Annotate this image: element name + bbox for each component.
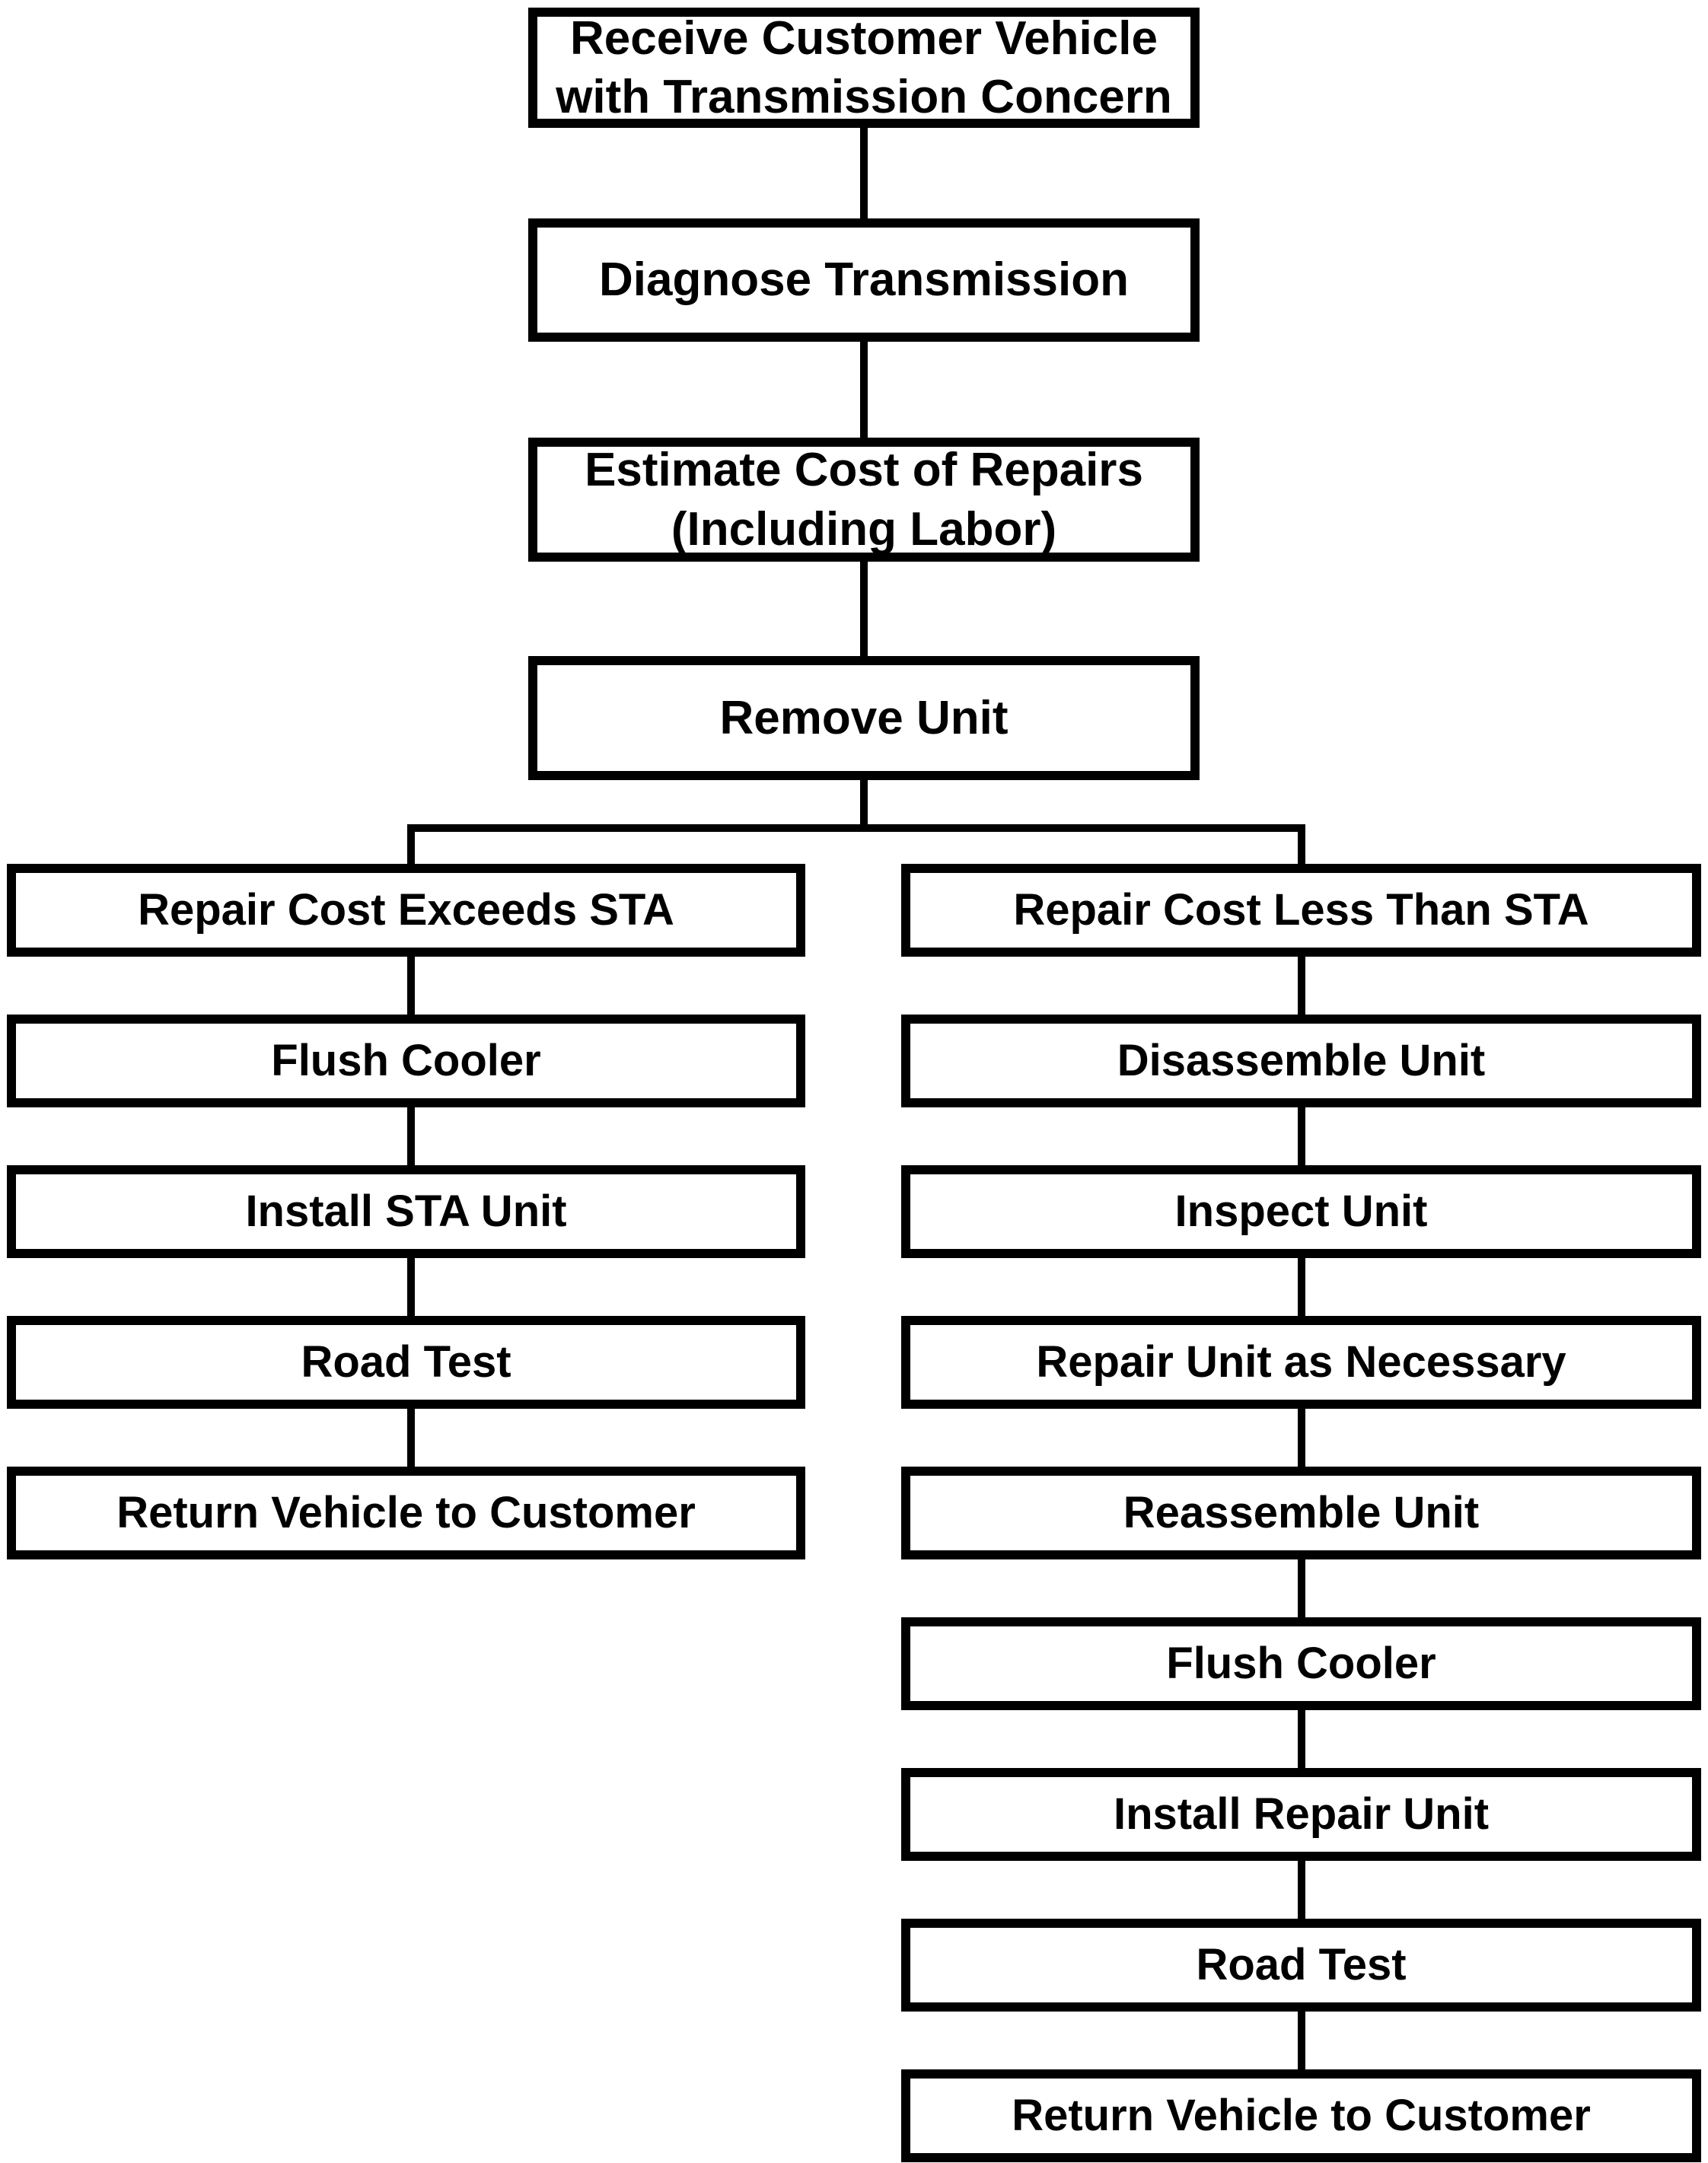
edge-split-to-right-branch bbox=[1298, 824, 1305, 864]
edge-right-1 bbox=[1298, 957, 1305, 1015]
edge-left-4 bbox=[407, 1409, 415, 1467]
node-left-return-vehicle-to-customer: Return Vehicle to Customer bbox=[7, 1467, 805, 1559]
node-receive-customer-vehicle: Receive Customer Vehicle with Transmissi… bbox=[528, 8, 1200, 128]
node-inspect-unit: Inspect Unit bbox=[901, 1165, 1701, 1258]
edge-diagnose-to-estimate bbox=[860, 342, 868, 438]
node-right-road-test: Road Test bbox=[901, 1919, 1701, 2012]
node-repair-cost-less-than-sta: Repair Cost Less Than STA bbox=[901, 864, 1701, 957]
edge-right-4 bbox=[1298, 1409, 1305, 1467]
node-label: Repair Cost Exceeds STA bbox=[138, 884, 674, 935]
node-install-repair-unit: Install Repair Unit bbox=[901, 1768, 1701, 1861]
node-label: Install STA Unit bbox=[245, 1186, 567, 1236]
edge-split-horizontal bbox=[407, 824, 1305, 832]
edge-left-1 bbox=[407, 957, 415, 1015]
node-right-return-vehicle-to-customer: Return Vehicle to Customer bbox=[901, 2069, 1701, 2162]
node-label: Reassemble Unit bbox=[1123, 1487, 1480, 1537]
edge-right-7 bbox=[1298, 1861, 1305, 1919]
node-label: Install Repair Unit bbox=[1113, 1789, 1490, 1839]
edge-right-5 bbox=[1298, 1559, 1305, 1617]
node-label: Road Test bbox=[1196, 1939, 1407, 1989]
node-remove-unit: Remove Unit bbox=[528, 656, 1200, 780]
node-install-sta-unit: Install STA Unit bbox=[7, 1165, 805, 1258]
edge-right-3 bbox=[1298, 1258, 1305, 1316]
node-left-road-test: Road Test bbox=[7, 1316, 805, 1409]
edge-left-3 bbox=[407, 1258, 415, 1316]
node-label: Inspect Unit bbox=[1174, 1186, 1428, 1236]
node-repair-cost-exceeds-sta: Repair Cost Exceeds STA bbox=[7, 864, 805, 957]
edge-split-to-left-branch bbox=[407, 824, 415, 864]
edge-left-2 bbox=[407, 1107, 415, 1165]
node-label: Remove Unit bbox=[719, 691, 1009, 744]
node-estimate-cost-of-repairs: Estimate Cost of Repairs (Including Labo… bbox=[528, 438, 1200, 562]
node-disassemble-unit: Disassemble Unit bbox=[901, 1015, 1701, 1107]
node-label: Diagnose Transmission bbox=[599, 253, 1129, 307]
node-reassemble-unit: Reassemble Unit bbox=[901, 1467, 1701, 1559]
edge-right-8 bbox=[1298, 2012, 1305, 2069]
edge-remove-to-split bbox=[860, 780, 868, 824]
edge-receive-to-diagnose bbox=[860, 128, 868, 218]
edge-right-6 bbox=[1298, 1710, 1305, 1768]
edge-estimate-to-remove bbox=[860, 562, 868, 656]
edge-right-2 bbox=[1298, 1107, 1305, 1165]
node-label: Receive Customer Vehicle with Transmissi… bbox=[556, 11, 1172, 124]
node-diagnose-transmission: Diagnose Transmission bbox=[528, 218, 1200, 342]
node-label: Estimate Cost of Repairs (Including Labo… bbox=[585, 444, 1143, 556]
node-left-flush-cooler: Flush Cooler bbox=[7, 1015, 805, 1107]
node-label: Return Vehicle to Customer bbox=[1012, 2090, 1591, 2140]
node-repair-unit-as-necessary: Repair Unit as Necessary bbox=[901, 1316, 1701, 1409]
node-label: Flush Cooler bbox=[1166, 1638, 1436, 1688]
node-label: Disassemble Unit bbox=[1117, 1035, 1486, 1085]
node-label: Road Test bbox=[301, 1336, 511, 1387]
node-label: Repair Cost Less Than STA bbox=[1013, 884, 1589, 935]
node-label: Repair Unit as Necessary bbox=[1036, 1336, 1566, 1387]
node-label: Flush Cooler bbox=[271, 1035, 541, 1085]
node-right-flush-cooler: Flush Cooler bbox=[901, 1617, 1701, 1710]
node-label: Return Vehicle to Customer bbox=[116, 1487, 696, 1537]
